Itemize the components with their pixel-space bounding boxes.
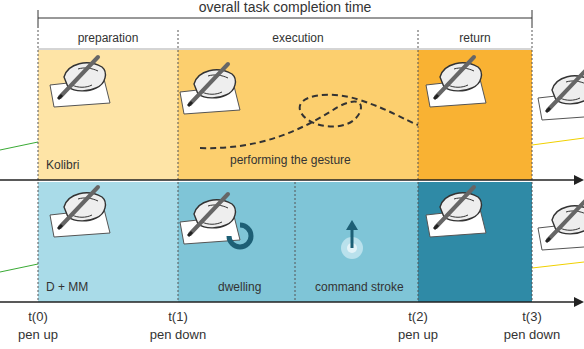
phase-label: preparation — [78, 31, 139, 46]
return-band — [418, 182, 532, 302]
time-label: t(2) — [408, 309, 428, 324]
time-label: t(0) — [28, 309, 48, 324]
trace-line — [0, 142, 38, 150]
bracket-tick — [38, 10, 39, 28]
preparation-band: Kolibri — [38, 50, 178, 180]
trace-line — [532, 138, 584, 145]
command-stroke-icon — [341, 220, 363, 259]
return-band — [418, 50, 532, 180]
bracket-line — [38, 18, 532, 19]
band-label: Kolibri — [46, 158, 79, 172]
trace-line — [0, 264, 38, 272]
event-label: pen up — [18, 327, 58, 342]
event-label: pen up — [398, 327, 438, 342]
dwell-icon — [229, 225, 251, 247]
hand-pen — [50, 57, 584, 250]
preparation-band: D + MM — [38, 182, 178, 302]
phase-divider — [38, 30, 532, 302]
trace-line — [532, 262, 584, 268]
gesture-path — [200, 95, 418, 148]
event-label: pen down — [150, 327, 206, 342]
band-label: D + MM — [46, 280, 88, 294]
band-label: dwelling — [218, 280, 261, 294]
phase-label: execution — [272, 31, 323, 46]
title-label: overall task completion time — [193, 0, 378, 15]
event-label: pen down — [504, 327, 560, 342]
time-label: t(1) — [168, 309, 188, 324]
band-label: command stroke — [315, 280, 404, 294]
bracket-tick — [532, 10, 533, 28]
time-axis — [0, 175, 584, 307]
band-label: performing the gesture — [230, 153, 351, 167]
phase-label: return — [459, 31, 490, 46]
time-label: t(3) — [522, 309, 542, 324]
